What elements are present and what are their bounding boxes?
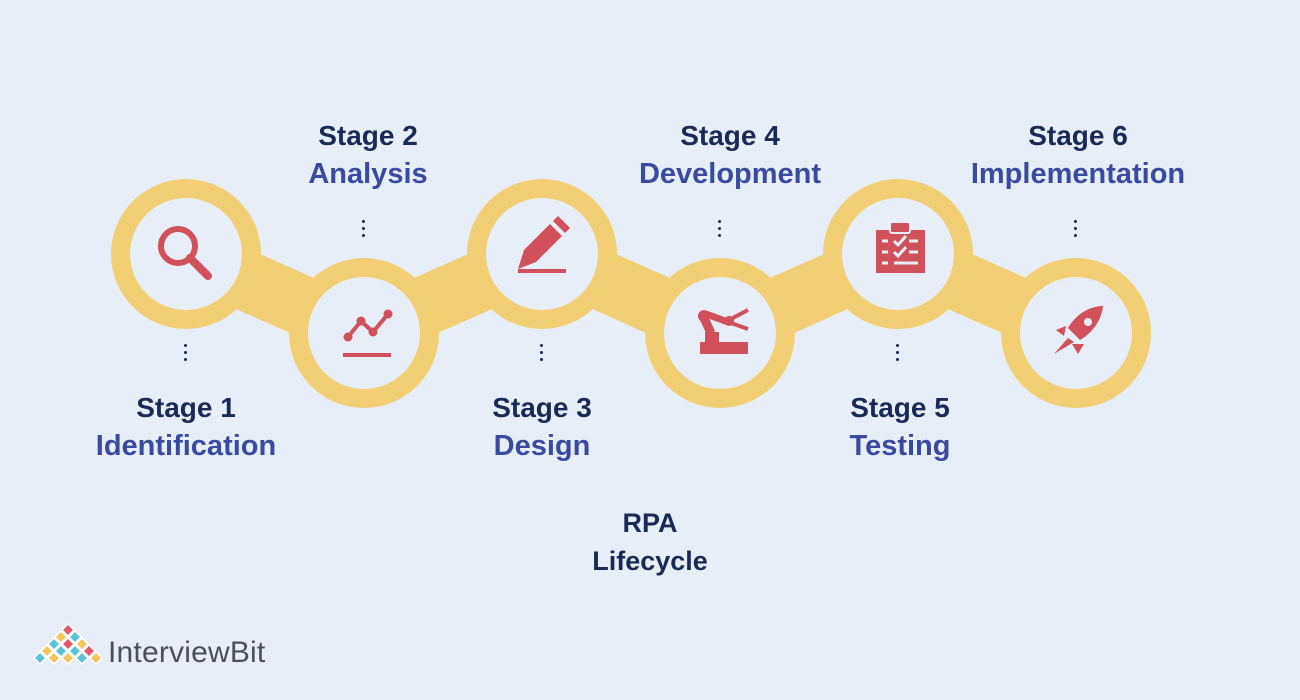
- stage-6-label: Stage 6 Implementation: [948, 122, 1208, 189]
- stage-6-number: Stage 6: [1028, 120, 1128, 151]
- checklist-icon: [876, 221, 925, 273]
- stage-5-name: Testing: [849, 430, 951, 462]
- ring-1: [111, 179, 261, 329]
- stage-1-name: Identification: [95, 430, 277, 462]
- stage-4-number: Stage 4: [680, 120, 780, 151]
- diagram-title-line2: Lifecycle: [592, 546, 708, 576]
- rocket-icon: [1054, 306, 1103, 354]
- robot-arm-icon: [698, 308, 749, 354]
- stage-1-label: Stage 1 Identification: [66, 394, 306, 461]
- stage-5-number: Stage 5: [850, 392, 950, 423]
- stage-1-number: Stage 1: [136, 392, 236, 423]
- magnifier-icon: [158, 226, 212, 280]
- stage-3-name: Design: [493, 430, 591, 462]
- stage-6-name: Implementation: [970, 158, 1186, 190]
- brand-name: InterviewBit: [108, 636, 266, 669]
- stage-3-label: Stage 3 Design: [422, 394, 662, 461]
- ring-4: [645, 258, 795, 408]
- stage-4-label: Stage 4 Development: [610, 122, 850, 189]
- diagram-title: RPA Lifecycle: [550, 504, 750, 580]
- stage-5-label: Stage 5 Testing: [780, 394, 1020, 461]
- pencil-icon: [518, 216, 570, 273]
- stage-4-name: Development: [638, 158, 822, 190]
- stage-2-label: Stage 2 Analysis: [248, 122, 488, 189]
- diagram-title-line1: RPA: [622, 508, 678, 538]
- line-chart-icon: [343, 309, 393, 357]
- ring-2: [289, 258, 439, 408]
- stage-3-number: Stage 3: [492, 392, 592, 423]
- dots-stage-1: [184, 344, 188, 365]
- stage-2-name: Analysis: [308, 158, 428, 190]
- stage-2-number: Stage 2: [318, 120, 418, 151]
- dots-stage-5: [896, 344, 900, 365]
- dots-stage-2: [362, 220, 366, 241]
- dots-stage-6: [1074, 220, 1078, 241]
- brand-logo-icon: [32, 622, 104, 666]
- dots-stage-4: [718, 220, 722, 241]
- dots-stage-3: [540, 344, 544, 365]
